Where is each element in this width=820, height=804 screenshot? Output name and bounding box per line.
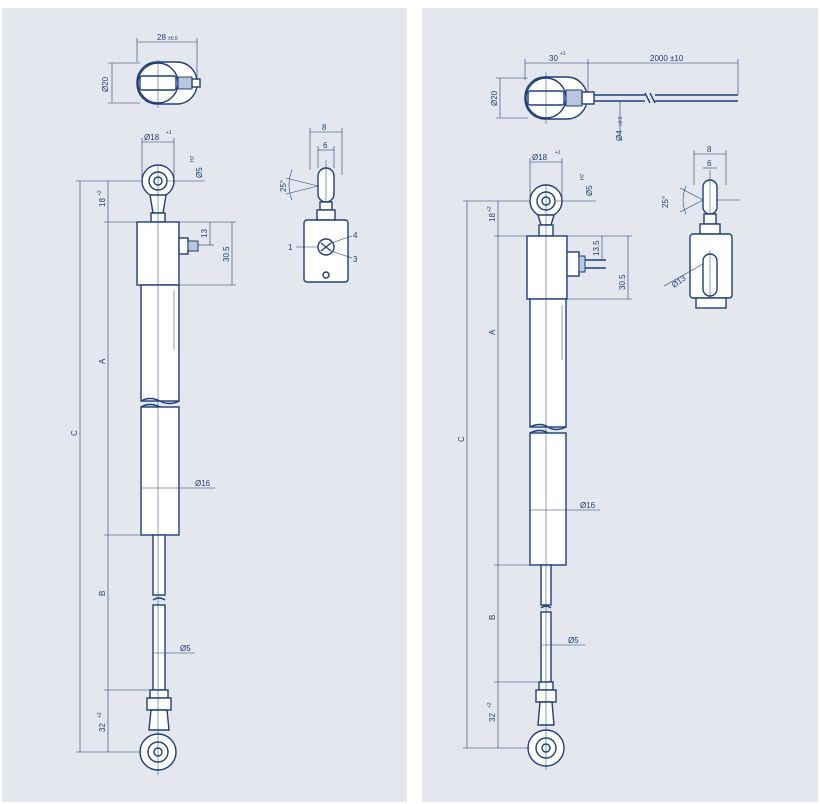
- right-A-label: A: [488, 329, 497, 335]
- left-top-view: 28 ±0.5 Ø20: [101, 33, 201, 108]
- left-end-c3-label: 3: [353, 255, 358, 264]
- right-eye-len-label: 18: [488, 213, 497, 222]
- right-top-cable-len-label: 2000: [650, 54, 668, 63]
- left-pin-dia-label: Ø5: [195, 167, 204, 178]
- right-end-w8-label: 8: [707, 145, 712, 154]
- right-end-w6-label: 6: [707, 159, 712, 168]
- right-top-cable-dia-tol: ±0.5: [618, 116, 624, 126]
- right-body-h-label: 30.5: [618, 274, 627, 290]
- right-pin-dia-label: Ø5: [585, 185, 594, 196]
- left-end-w6-label: 6: [323, 141, 328, 150]
- left-rod-dia-label: Ø5: [180, 644, 191, 653]
- right-end-angle-label: 25°: [661, 196, 670, 208]
- right-bottom-len-label: 32: [488, 713, 497, 722]
- left-side-view: Ø18 +1 Ø5 H7 C 18 +2 A B 32 +2 30.5 13 Ø…: [70, 130, 236, 775]
- right-eye-dia-label: Ø18: [532, 153, 548, 162]
- right-end-view: 8 6 25° Ø13: [661, 145, 740, 309]
- left-A-label: A: [98, 358, 107, 364]
- right-rod-dia-label: Ø5: [568, 636, 579, 645]
- right-pin-fit-label: H7: [580, 173, 586, 180]
- right-B-label: B: [488, 615, 497, 620]
- right-bottom-len-tol: +2: [487, 702, 493, 708]
- left-bottom-len-label: 32: [98, 723, 107, 732]
- left-eye-len-tol: +2: [97, 190, 103, 196]
- right-top-dia-label: Ø20: [490, 90, 499, 106]
- left-top-dia-label: Ø20: [101, 76, 110, 92]
- left-top-width-tol: ±0.5: [168, 36, 178, 42]
- left-end-w8-label: 8: [322, 123, 327, 132]
- right-top-width-label: 30: [549, 54, 558, 63]
- right-side-view: Ø18 +1 Ø5 H7 C 18 +2 A B 32 +2 30.5 13.5…: [457, 150, 632, 770]
- left-body-h-label: 30.5: [222, 246, 231, 262]
- left-panel: [2, 8, 407, 802]
- left-top-width-label: 28: [157, 33, 166, 42]
- left-C-label: C: [70, 430, 79, 436]
- left-eye-len-label: 18: [98, 198, 107, 207]
- left-conn-h-label: 13: [200, 229, 209, 238]
- right-panel: [422, 8, 818, 802]
- left-end-c4-label: 4: [353, 231, 358, 240]
- right-top-cable-len-tol: ±10: [670, 54, 684, 63]
- right-top-cable-dia-label: Ø4: [615, 130, 624, 141]
- right-conn-h-label: 13.5: [592, 240, 601, 256]
- right-C-label: C: [457, 436, 466, 442]
- right-eye-len-tol: +2: [487, 206, 493, 212]
- right-top-view: 30 +1 2000 ±10 Ø20 Ø4 ±0.5: [490, 51, 739, 141]
- left-bottom-len-tol: +2: [97, 712, 103, 718]
- left-end-angle-label: 25°: [279, 180, 288, 192]
- left-tube-dia-label: Ø16: [195, 479, 211, 488]
- right-top-width-tol: +1: [560, 51, 566, 57]
- right-tube-dia-label: Ø16: [580, 501, 596, 510]
- left-end-c1-label: 1: [288, 243, 293, 252]
- left-eye-dia-tol: +1: [166, 130, 172, 136]
- left-pin-fit-label: H7: [190, 155, 196, 162]
- left-eye-dia-label: Ø18: [144, 133, 160, 142]
- left-B-label: B: [98, 591, 107, 596]
- left-end-view: 8 6 25° 1 4 3: [279, 123, 358, 283]
- right-eye-dia-tol: +1: [555, 150, 561, 156]
